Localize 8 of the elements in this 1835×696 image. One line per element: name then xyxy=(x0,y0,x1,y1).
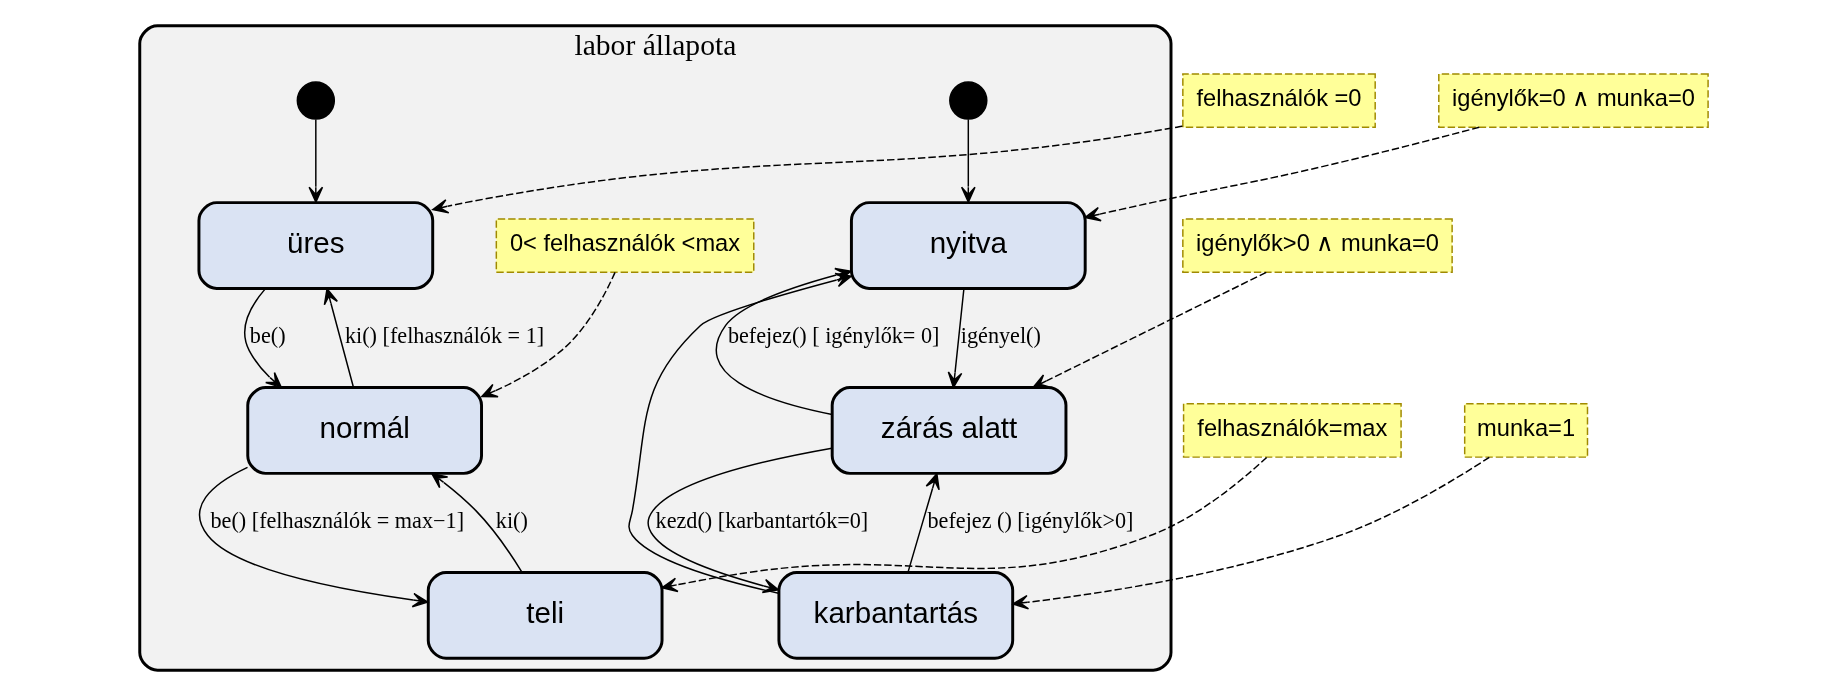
edge-label: ki() xyxy=(495,508,528,534)
edge-label: be() [felhasználók = max−1] xyxy=(209,508,464,534)
edge-label: befejez () [igénylők>0] xyxy=(926,508,1133,534)
edge-label: befejez() [ igénylők= 0] xyxy=(727,323,939,349)
edge-label: igényel() xyxy=(960,323,1041,349)
edge-label: ki() [felhasználók = 1] xyxy=(344,323,544,349)
edge-label: be() xyxy=(249,323,286,349)
edge-label: kezd() [karbantartók=0] xyxy=(655,508,868,534)
